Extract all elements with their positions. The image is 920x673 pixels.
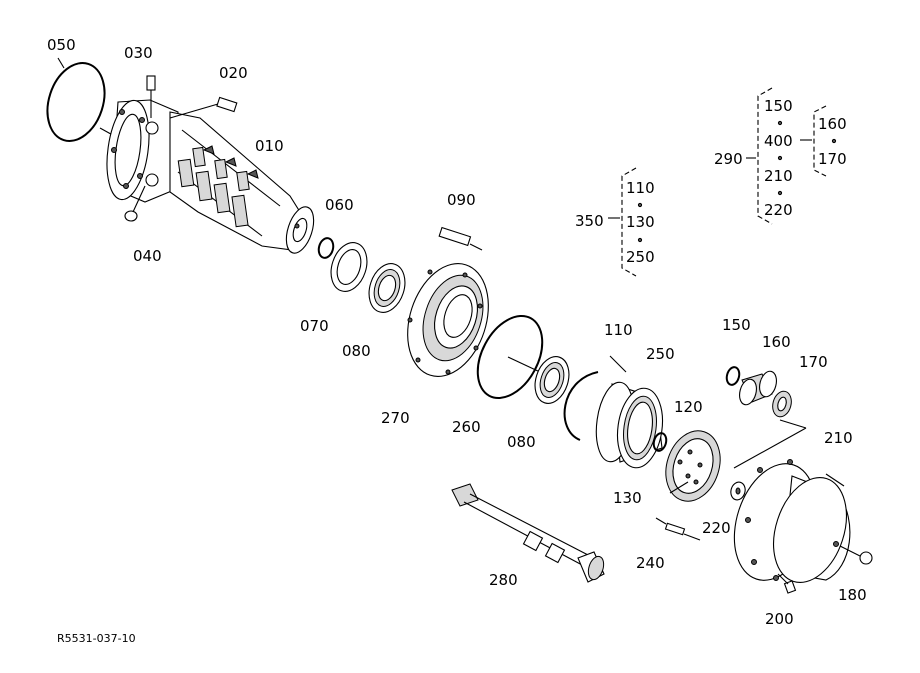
- group-350-parent: 350: [575, 212, 604, 230]
- label-130: 130: [613, 489, 642, 507]
- label-030: 030: [124, 44, 153, 62]
- axle-shaft-280: [451, 483, 605, 583]
- oil-seal-070: [330, 242, 368, 292]
- label-210: 210: [824, 429, 853, 447]
- label-250: 250: [646, 345, 675, 363]
- label-080-outer: 080: [507, 433, 536, 451]
- label-060: 060: [325, 196, 354, 214]
- group-290-parent: 290: [714, 150, 743, 168]
- bolt-020: [169, 96, 238, 119]
- label-220: 220: [702, 519, 731, 537]
- label-280: 280: [489, 571, 518, 589]
- label-240: 240: [636, 554, 665, 572]
- thrust-washer-220: [730, 481, 746, 501]
- o-ring-260: [476, 314, 544, 400]
- snap-ring-150: [725, 366, 741, 386]
- label-180: 180: [838, 586, 867, 604]
- label-040: 040: [133, 247, 162, 265]
- label-090: 090: [447, 191, 476, 209]
- label-170: 170: [799, 353, 828, 371]
- snap-ring-110: [563, 355, 627, 441]
- bearing-080-outer: [534, 356, 570, 404]
- plug-040: [124, 185, 146, 222]
- carrier-130: [665, 430, 721, 502]
- snap-ring-120: [652, 432, 668, 452]
- label-010: 010: [255, 137, 284, 155]
- label-120: 120: [674, 398, 703, 416]
- wheel-hub-270: [407, 263, 489, 377]
- ring-gear-250: [595, 381, 664, 469]
- label-270: 270: [381, 409, 410, 427]
- group-290-member-220: 220: [764, 201, 793, 219]
- cover-210: [733, 459, 851, 583]
- axle-housing-010: [106, 99, 315, 254]
- label-050: 050: [47, 36, 76, 54]
- pin-240: [655, 517, 701, 541]
- group-350-bracket: [608, 167, 643, 277]
- plug-180: [839, 545, 873, 565]
- group-350-member-130: 130: [626, 213, 655, 231]
- group-290-member-400: 400: [764, 132, 793, 150]
- label-020: 020: [219, 64, 248, 82]
- group-290-sub-160: 160: [818, 115, 847, 133]
- group-290-bracket: [746, 87, 837, 225]
- label-070: 070: [300, 317, 329, 335]
- label-160: 160: [762, 333, 791, 351]
- stud-bolt-090: [438, 226, 483, 251]
- seal-060: [317, 237, 335, 259]
- bearing-080-inner: [368, 263, 406, 313]
- reference-code: R5531-037-10: [57, 632, 136, 645]
- planet-gear-160: [739, 370, 777, 406]
- o-ring-050: [46, 57, 119, 142]
- group-290-sub-170: 170: [818, 150, 847, 168]
- label-200: 200: [765, 610, 794, 628]
- group-290-member-150: 150: [764, 97, 793, 115]
- needle-bearing-170: [733, 390, 807, 469]
- label-080-inner: 080: [342, 342, 371, 360]
- label-110: 110: [604, 321, 633, 339]
- plug-030: [146, 75, 156, 118]
- group-350-member-110: 110: [626, 179, 655, 197]
- label-260: 260: [452, 418, 481, 436]
- label-150: 150: [722, 316, 751, 334]
- bolt-200: [777, 573, 797, 594]
- group-290-member-210: 210: [764, 167, 793, 185]
- group-350-member-250: 250: [626, 248, 655, 266]
